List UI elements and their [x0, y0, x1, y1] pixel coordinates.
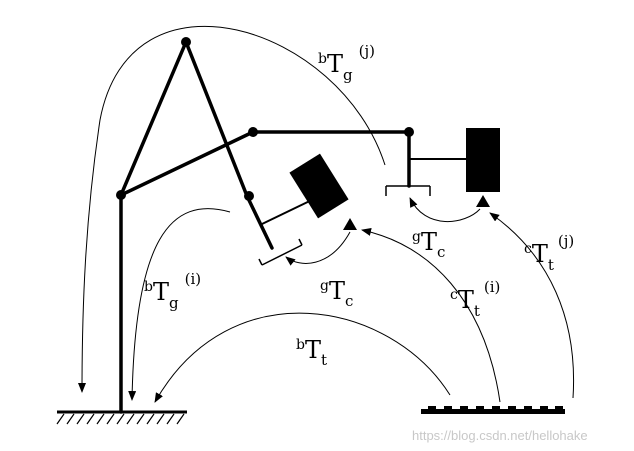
camera-upper-lens-icon — [476, 195, 490, 207]
gripper-upper — [385, 185, 431, 196]
label-bTg-j: bTg(j) — [318, 42, 375, 84]
camera-lower-lens-icon — [343, 218, 357, 230]
arrow-gTc-upper — [409, 197, 481, 222]
label-cTt-j: cTt(j) — [524, 232, 574, 274]
label-gTc-lower: gTc — [320, 277, 353, 310]
arrow-cTt-j — [489, 212, 575, 399]
arrow-cTt-i — [361, 228, 501, 403]
arm-link-cross — [119, 130, 255, 197]
joint-upper-wrist — [404, 127, 414, 137]
robot-joints — [116, 37, 414, 201]
joint-shoulder — [116, 190, 126, 200]
arm-wrist-link-lower — [245, 194, 274, 250]
arrow-bTt — [154, 312, 451, 403]
joint-top — [181, 37, 191, 47]
label-bTt: bTt — [296, 336, 327, 369]
arrow-gTc-lower — [285, 231, 351, 266]
robot-base-ground — [56, 410, 187, 425]
joint-elbow — [248, 127, 258, 137]
label-cTt-i: cTt(i) — [450, 278, 500, 320]
camera-upper — [466, 128, 500, 207]
transform-arrows — [78, 25, 575, 403]
gripper-lower — [258, 238, 303, 266]
robot-arm — [119, 40, 411, 414]
arm-link-right — [184, 40, 249, 198]
arrow-bTg-i — [128, 208, 231, 401]
watermark: https://blog.csdn.net/hellohake — [412, 428, 588, 443]
arm-link-left — [119, 40, 188, 197]
camera-lower — [289, 153, 357, 230]
label-bTg-i: bTg(i) — [144, 270, 201, 312]
joint-lower-wrist — [244, 191, 254, 201]
arrow-bTg-j — [78, 25, 386, 393]
label-gTc-upper: gTc — [412, 228, 445, 261]
calibration-target — [421, 406, 565, 414]
